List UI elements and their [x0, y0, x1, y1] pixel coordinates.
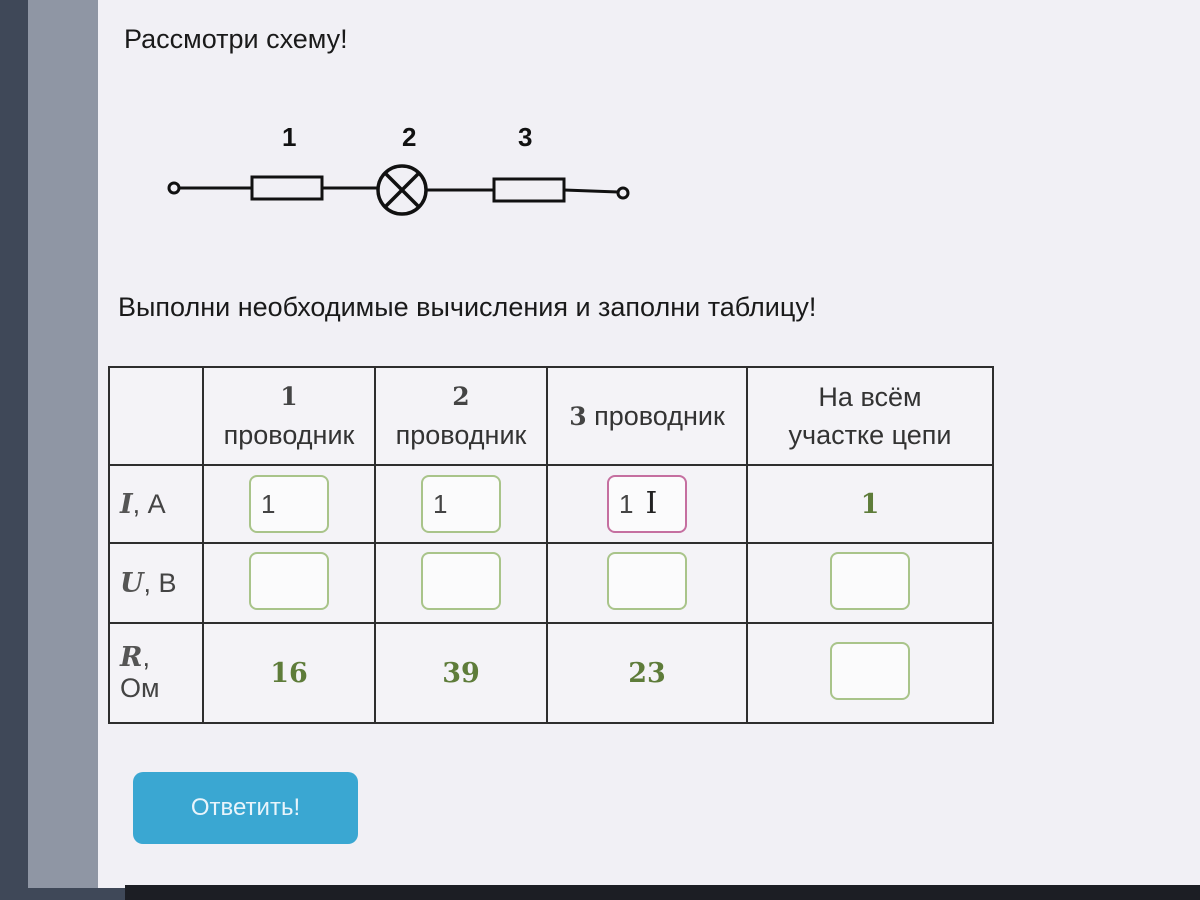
voltage-cell-3: [546, 542, 748, 624]
voltage-input-2[interactable]: [421, 551, 501, 610]
header-whole-circuit-line2: участке цепи: [788, 420, 952, 450]
row-current-label: I, А: [108, 464, 204, 544]
header-whole-circuit-line1: На всём: [818, 382, 922, 412]
calculation-table: 1 проводник 2 проводник 3 проводник На в…: [108, 366, 994, 724]
header-conductor-1: 1 проводник: [202, 366, 376, 466]
header-whole-circuit: На всём участке цепи: [746, 366, 994, 466]
lamp-cross-b: [383, 171, 421, 209]
current-cell-1: 1: [202, 464, 376, 544]
header-conductor-1-number: 1: [280, 382, 298, 411]
row-voltage: U, В: [108, 542, 994, 624]
current-unit: , А: [132, 488, 166, 519]
circuit-label-2: 2: [402, 122, 416, 152]
left-sidebar-strip: [28, 0, 98, 888]
resistance-value-1: 16: [202, 622, 376, 724]
voltage-unit: , В: [143, 567, 177, 598]
header-conductor-2-word: проводник: [395, 420, 527, 450]
resistor-1: [250, 175, 324, 201]
resistance-total-input[interactable]: [830, 641, 910, 700]
resistance-value-2: 39: [374, 622, 548, 724]
voltage-cell-1: [202, 542, 376, 624]
circuit-label-3: 3: [518, 122, 532, 152]
table-header-row: 1 проводник 2 проводник 3 проводник На в…: [108, 366, 994, 466]
current-cell-2: 1: [374, 464, 548, 544]
resistance-value-3: 23: [546, 622, 748, 724]
header-conductor-3: 3 проводник: [546, 366, 748, 466]
monitor-bottom-bezel: [125, 885, 1200, 900]
header-conductor-3-word: проводник: [594, 400, 725, 431]
header-conductor-1-word: проводник: [223, 420, 355, 450]
resistance-unit: Ом: [120, 673, 160, 703]
row-resistance: R, Ом 16 39 23: [108, 622, 994, 724]
voltage-symbol: U: [120, 567, 144, 599]
instruction-text: Выполни необходимые вычисления и заполни…: [118, 292, 817, 322]
voltage-total-input[interactable]: [830, 551, 910, 610]
circuit-label-1: 1: [282, 122, 296, 152]
resistance-symbol: R: [120, 642, 143, 673]
terminal-right: [616, 186, 630, 200]
answer-button[interactable]: Ответить!: [133, 772, 358, 844]
current-input-2[interactable]: 1: [421, 475, 501, 533]
voltage-cell-2: [374, 542, 548, 624]
voltage-input-3[interactable]: [607, 551, 687, 610]
header-conductor-2-number: 2: [452, 382, 470, 411]
header-empty-cell: [108, 366, 204, 466]
resistor-3: [492, 177, 566, 203]
voltage-total-cell: [746, 542, 994, 624]
header-conductor-3-number: 3: [569, 401, 587, 431]
row-resistance-label: R, Ом: [108, 622, 204, 724]
task-title: Рассмотри схему!: [124, 24, 348, 54]
resistance-comma: ,: [142, 642, 150, 672]
current-total: 1: [746, 464, 994, 544]
terminal-left: [167, 181, 181, 195]
current-input-1[interactable]: 1: [249, 475, 329, 533]
resistance-total-cell: [746, 622, 994, 724]
voltage-input-1[interactable]: [249, 551, 329, 610]
row-voltage-label: U, В: [108, 542, 204, 624]
text-cursor-icon: I: [645, 486, 658, 521]
current-input-3-value: 1: [619, 489, 634, 519]
header-conductor-2: 2 проводник: [374, 366, 548, 466]
circuit-diagram: 1 2 3: [167, 122, 630, 216]
wire-4: [563, 188, 619, 194]
current-symbol: I: [120, 488, 133, 520]
